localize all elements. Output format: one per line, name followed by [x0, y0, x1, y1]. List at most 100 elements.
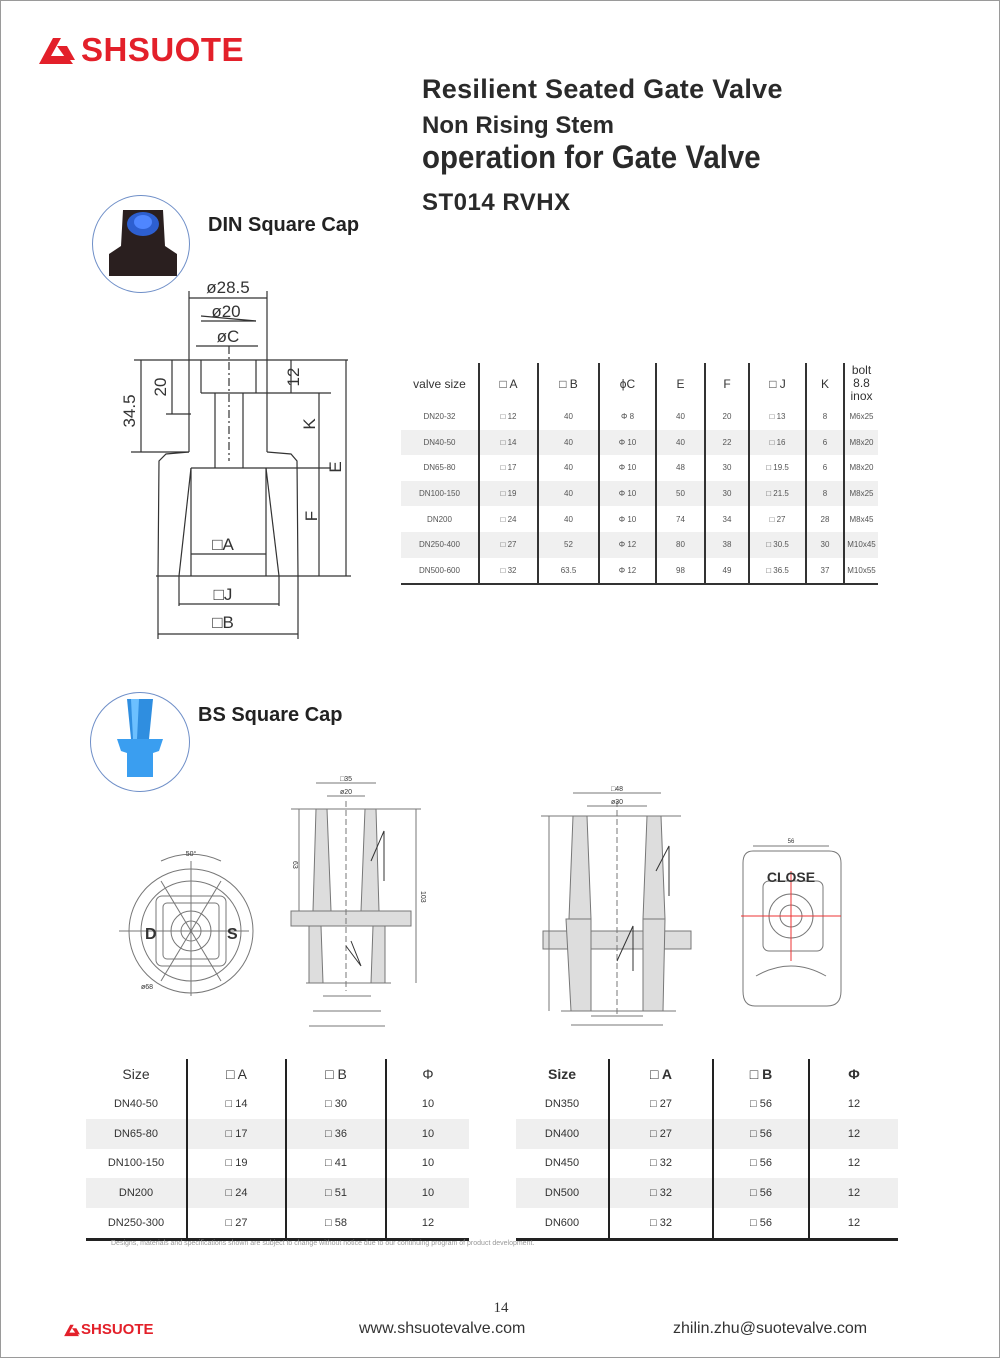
logo-mark-icon [39, 38, 75, 64]
table-cell: 12 [808, 1148, 898, 1179]
table-cell: 12 [808, 1118, 898, 1149]
table-cell: 20 [704, 404, 749, 430]
title-line-2: Non Rising Stem [422, 112, 615, 139]
table-cell: 40 [537, 480, 599, 507]
col-phi: Φ [385, 1059, 469, 1089]
table-cell: □ 51 [285, 1178, 386, 1209]
table-cell: 10 [385, 1148, 469, 1179]
table-cell: □ 56 [712, 1089, 809, 1119]
bs-close-cap-labels: CLOSE 56 [767, 839, 815, 885]
table-cell: M10x55 [843, 557, 878, 585]
page-number: 14 [493, 1300, 509, 1316]
dim-label: D [145, 926, 157, 943]
table-cell: 40 [537, 404, 599, 430]
table-cell: 30 [704, 480, 749, 507]
table-cell: 12 [808, 1089, 898, 1119]
din-cap-drawing [131, 291, 351, 639]
footer-logo: SHSUOTE [63, 1321, 154, 1338]
dim-label: øC [217, 327, 240, 346]
table-cell: M8x25 [843, 480, 878, 507]
col-valve-size: valve size [413, 376, 466, 391]
table-cell: 8 [805, 404, 844, 430]
bs-close-cap-top-view [741, 845, 842, 1007]
table-cell: □ 27 [608, 1089, 713, 1119]
dim-label: □A [212, 535, 234, 554]
table-cell: Φ 10 [598, 455, 656, 481]
table-cell: 37 [805, 557, 844, 585]
table-cell: 63.5 [537, 557, 599, 585]
logo-mark-icon [64, 1324, 80, 1336]
table-cell: □ 32 [608, 1178, 713, 1209]
table-cell: □ 27 [608, 1118, 713, 1149]
website-link[interactable]: www.shsuotevalve.com [359, 1320, 526, 1337]
table-cell: □ 17 [478, 455, 538, 481]
table-cell: □ 30 [285, 1089, 386, 1119]
table-cell: DN450 [544, 1157, 580, 1170]
table-header-row: Size □ A □ B Φ [86, 1059, 469, 1089]
dim-label: S [227, 926, 238, 943]
dim-label: □B [212, 613, 234, 632]
bs-top-view-labels: 50° ø68 D S [141, 850, 238, 991]
col-size: Size [547, 1066, 576, 1082]
table-cell: M8x45 [843, 506, 878, 532]
close-marking: CLOSE [767, 869, 815, 885]
table-cell: 12 [385, 1208, 469, 1240]
dim-label: □J [214, 585, 233, 604]
table-cell: DN400 [516, 1118, 609, 1149]
table-cell: 52 [537, 531, 599, 558]
col-k: K [805, 363, 844, 404]
table-cell: 30 [704, 455, 749, 481]
dim-label: 103 [419, 891, 426, 903]
table-cell: □ 17 [186, 1118, 286, 1149]
dim-label: 20 [151, 378, 170, 397]
dim-label: K [300, 418, 319, 430]
table-cell: □ 27 [748, 506, 806, 532]
table-cell: □ 41 [285, 1148, 386, 1179]
disclaimer: Designs, materials and specifications sh… [111, 1240, 535, 1247]
table-cell: DN250-400 [401, 531, 479, 558]
table-cell: DN500-600 [419, 565, 460, 575]
din-heading: DIN Square Cap [208, 214, 360, 236]
table-cell: 38 [704, 531, 749, 558]
table-cell: DN100-150 [107, 1157, 165, 1170]
table-cell: M6x25 [843, 404, 878, 430]
title-line-3: operation for Gate Valve [422, 139, 761, 175]
table-cell: 12 [808, 1178, 898, 1209]
table-cell: 50 [655, 480, 705, 507]
table-cell: Φ 10 [598, 506, 656, 532]
table-cell: 22 [704, 429, 749, 456]
dim-label: F [302, 511, 321, 521]
table-cell: DN200 [427, 514, 452, 524]
table-cell: □ 56 [712, 1148, 809, 1179]
col-b: □ B [285, 1059, 386, 1089]
col-bolt: bolt 8.8 inox [843, 363, 878, 404]
bs-top-view-drawing [119, 853, 254, 996]
col-phi: Φ [808, 1059, 898, 1089]
table-cell: DN20-32 [423, 412, 456, 422]
table-cell: DN600 [544, 1217, 580, 1230]
table-cell: M8x20 [843, 429, 878, 456]
table-cell: M8x20 [843, 455, 878, 481]
table-cell: □ 19 [186, 1148, 286, 1179]
table-cell: DN200 [86, 1178, 187, 1209]
dim-label: E [326, 461, 345, 472]
table-cell: Φ 8 [598, 404, 656, 430]
col-f: F [704, 363, 749, 404]
table-cell: □ 30.5 [748, 531, 806, 558]
email-link[interactable]: zhilin.zhu@suotevalve.com [673, 1320, 868, 1337]
table-cell: □ 36 [285, 1118, 386, 1149]
table-cell: Φ 10 [598, 480, 656, 507]
table-cell: □ 36.5 [748, 557, 806, 585]
din-dimensions-table: valve size □ A □ B ϕC E F □ J K bolt 8.8… [401, 363, 878, 586]
table-cell: 40 [537, 429, 599, 456]
table-cell: DN250-300 [107, 1217, 165, 1230]
